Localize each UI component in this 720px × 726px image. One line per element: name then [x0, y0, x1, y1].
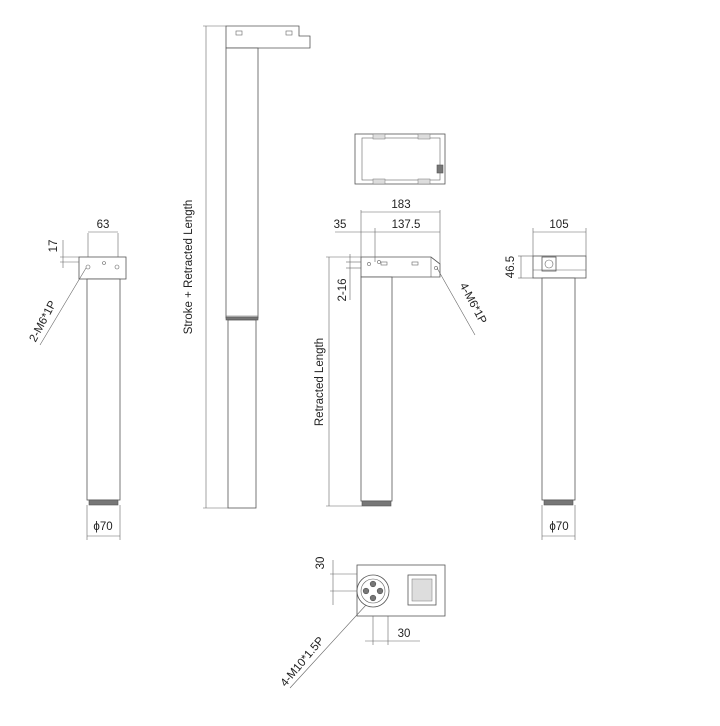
front-view	[326, 210, 476, 507]
front-column-foot	[361, 500, 392, 507]
front-thread-label: 4-M6*1P	[457, 281, 489, 326]
right-width-label: 105	[549, 219, 568, 231]
front-offset-label: 35	[334, 219, 347, 231]
extended-inner-tube	[227, 319, 257, 509]
left-column-foot	[88, 499, 119, 506]
left-bolt-hole	[102, 261, 106, 265]
right-side-view	[518, 228, 587, 540]
front-top-bracket	[360, 256, 441, 278]
right-height-label: 46.5	[505, 256, 517, 278]
extended-top-bracket	[225, 25, 311, 49]
bottom-vertical-label: 30	[315, 557, 327, 570]
left-bolt-hole	[85, 264, 91, 270]
retracted-length-label: Retracted Length	[314, 338, 326, 426]
left-width-label: 63	[97, 219, 110, 231]
bottom-view	[289, 560, 446, 689]
extended-tube-joint	[225, 316, 259, 321]
control-box-body	[354, 133, 446, 185]
left-thread-label: 2-M6*1P	[28, 299, 60, 344]
front-column-tube	[360, 276, 393, 502]
extended-column-view	[203, 25, 311, 509]
right-top-bracket	[532, 255, 587, 279]
front-depth-label: 2-16	[337, 278, 349, 301]
right-column-tube	[541, 277, 576, 501]
right-connector-port	[541, 256, 557, 272]
bottom-column-circle	[356, 574, 390, 608]
right-diameter-label: ϕ70	[549, 521, 568, 533]
bottom-thread-label: 4-M10*1.5P	[279, 635, 327, 689]
front-span-label: 137.5	[392, 219, 421, 231]
control-box-connector	[436, 164, 444, 174]
left-height-label: 17	[48, 240, 60, 253]
control-box-top-view	[354, 133, 446, 185]
extended-outer-tube	[225, 47, 259, 319]
left-side-view	[39, 231, 127, 540]
front-total-label: 183	[391, 199, 410, 211]
stroke-plus-retracted-label: Stroke + Retracted Length	[183, 200, 195, 335]
left-column-tube	[86, 278, 121, 501]
left-diameter-label: ϕ70	[93, 521, 112, 533]
bottom-horizontal-label: 30	[398, 628, 411, 640]
left-bolt-hole	[114, 264, 120, 270]
right-column-foot	[543, 499, 574, 506]
